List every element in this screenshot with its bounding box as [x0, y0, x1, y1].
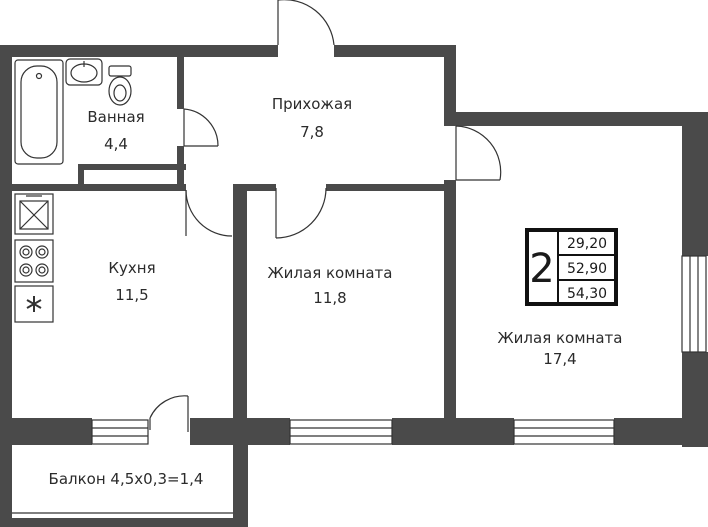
total-area: 52,90: [567, 261, 607, 277]
kitchen-area: 11,5: [115, 286, 148, 304]
balcony-label: Балкон 4,5x0,3=1,4: [49, 470, 204, 488]
entry-door: [277, 0, 335, 46]
room-labels: Ванная 4,4 Прихожая 7,8 Кухня 11,5 Жилая…: [49, 95, 623, 488]
living1-window: [289, 419, 393, 445]
living2-area: 17,4: [543, 350, 576, 368]
living-area: 29,20: [567, 236, 607, 252]
balcony-door: [149, 395, 189, 432]
living2-name: Жилая комната: [498, 329, 623, 347]
rooms-count: 2: [529, 246, 554, 292]
sink-icon: [65, 58, 103, 86]
stove-icon: [14, 239, 54, 283]
fridge-icon: [14, 285, 54, 323]
living1-door: [275, 187, 327, 239]
hallway-name: Прихожая: [272, 95, 352, 113]
toilet-icon: [108, 65, 132, 106]
fixtures: [14, 58, 132, 323]
hallway-area: 7,8: [300, 123, 324, 141]
living2-door: [455, 125, 502, 181]
bathroom-area: 4,4: [104, 135, 128, 153]
living1-area: 11,8: [313, 289, 346, 307]
doors: [149, 0, 502, 432]
living2-window: [513, 419, 615, 445]
kitchen-window: [91, 419, 149, 445]
kitchen-name: Кухня: [108, 259, 155, 277]
kitchen-door: [185, 189, 233, 237]
kitchen-sink-icon: [14, 193, 54, 235]
total-with-balcony: 54,30: [567, 286, 607, 302]
bathroom-name: Ванная: [87, 108, 144, 126]
living2-side-window: [681, 255, 707, 353]
bathtub-icon: [14, 59, 64, 165]
windows: [12, 255, 707, 514]
bathroom-door: [183, 108, 219, 147]
living1-name: Жилая комната: [268, 264, 393, 282]
walls: [0, 45, 708, 527]
area-summary: 2 29,20 52,90 54,30: [525, 228, 618, 306]
